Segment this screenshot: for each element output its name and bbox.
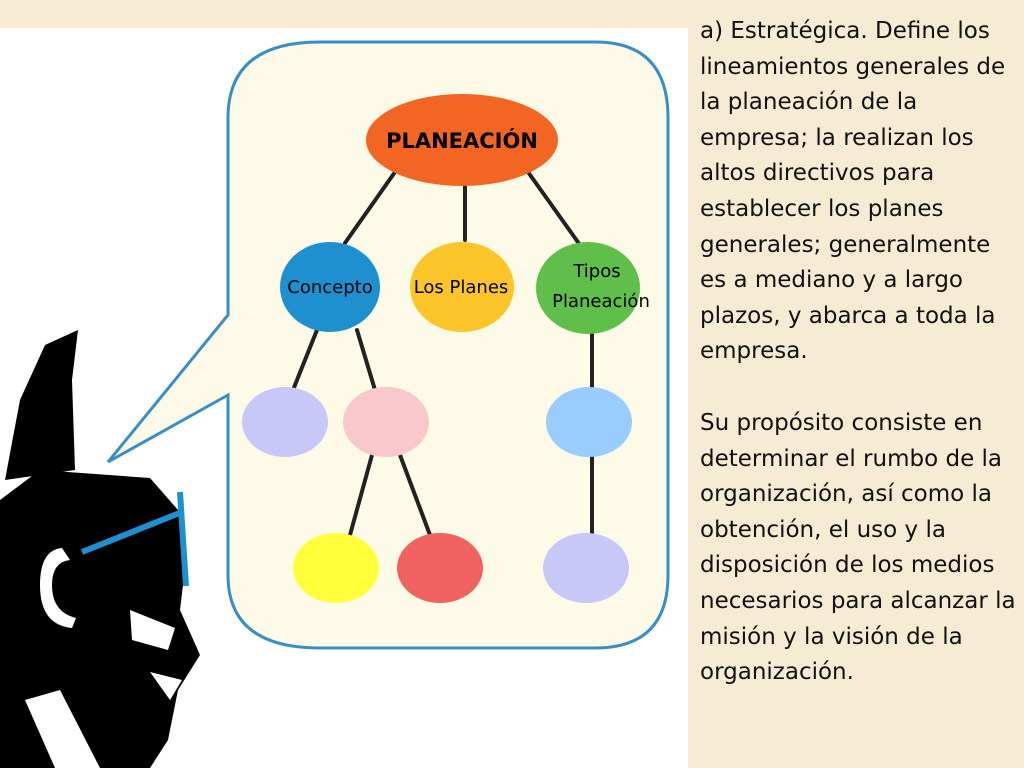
side-text-panel: [688, 0, 1024, 768]
paragraph-estrategica: a) Estratégica. Define los lineamientos …: [700, 14, 1020, 370]
node-los-planes-label: Los Planes: [414, 277, 509, 298]
speech-bubble: [106, 40, 670, 650]
node-planeacion: [366, 94, 558, 186]
label-a: a): [700, 18, 724, 44]
connector-lines: [291, 170, 594, 537]
node-planeacion-label: PLANEACIÓN: [386, 128, 538, 153]
node-empty-lavender-1: [242, 387, 328, 457]
node-tipos-label-line1: Tipos: [572, 261, 620, 282]
node-empty-yellow: [293, 533, 379, 603]
paragraph-1-body: Define los lineamientos generales de la …: [700, 18, 1006, 365]
node-los-planes: [410, 242, 514, 332]
node-concepto: [280, 242, 380, 332]
node-tipos-label-line2: Planeación: [552, 291, 650, 312]
node-empty-pink: [343, 387, 429, 457]
node-empty-light-blue: [546, 387, 632, 457]
concept-map-illustration: PLANEACIÓN Concepto Los Planes Tipos Pla…: [0, 40, 670, 768]
node-empty-lavender-2: [543, 533, 629, 603]
paragraph-proposito: Su propósito consiste en determinar el r…: [700, 409, 1016, 686]
node-tipos: [536, 242, 640, 334]
heading-estrategica: Estratégica.: [730, 18, 868, 44]
node-empty-red: [397, 533, 483, 603]
definition-text-block: a) Estratégica. Define los lineamientos …: [700, 14, 1020, 691]
thinking-person-silhouette: [0, 330, 200, 768]
node-concepto-label: Concepto: [287, 277, 372, 298]
